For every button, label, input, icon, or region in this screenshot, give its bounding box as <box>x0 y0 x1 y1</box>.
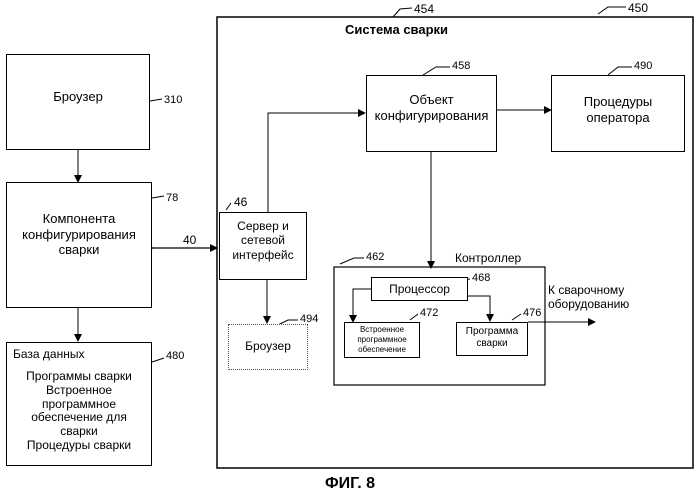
ref-468: 468 <box>472 272 490 284</box>
figure-caption: ФИГ. 8 <box>0 475 700 493</box>
ref-454: 454 <box>414 2 434 16</box>
database-title: База данных <box>13 347 84 361</box>
weld-program-box: Программа сварки <box>456 322 528 356</box>
ref-472: 472 <box>420 307 438 319</box>
controller-label: Контроллер <box>455 251 521 265</box>
config-component-box: Компонента конфигурирования сварки <box>6 182 152 308</box>
browser-box: Броузер <box>6 54 150 150</box>
leader-78 <box>152 196 164 198</box>
ref-78: 78 <box>166 192 178 204</box>
remote-browser-label: Броузер <box>229 339 307 353</box>
ref-480: 480 <box>166 350 184 362</box>
server-box: Сервер и сетевой интерфейс <box>219 212 307 280</box>
ref-462: 462 <box>366 251 384 263</box>
processor-box: Процессор <box>371 277 468 301</box>
leader-458 <box>423 67 450 75</box>
config-object-box: Объект конфигурирования <box>366 75 497 152</box>
leader-310 <box>150 99 162 101</box>
config-object-label: Объект конфигурирования <box>367 92 496 123</box>
operator-procedures-box: Процедуры оператора <box>551 75 685 152</box>
ref-494: 494 <box>300 313 318 325</box>
browser-label: Броузер <box>7 89 149 105</box>
leader-472 <box>410 314 418 320</box>
operator-procedures-label: Процедуры оператора <box>552 94 684 125</box>
processor-label: Процессор <box>372 282 467 296</box>
ref-458: 458 <box>452 60 470 72</box>
leader-450 <box>598 7 626 14</box>
leader-454 <box>393 8 412 17</box>
system-title: Система сварки <box>345 22 448 37</box>
database-box: База данных Программы сварки Встроенное … <box>6 342 152 466</box>
server-label: Сервер и сетевой интерфейс <box>220 219 306 262</box>
embedded-sw-label: Встроенное программное обеспечение <box>345 325 419 355</box>
ref-450: 450 <box>628 1 648 15</box>
ref-476: 476 <box>523 307 541 319</box>
config-component-label: Компонента конфигурирования сварки <box>7 211 151 258</box>
ref-40: 40 <box>183 233 196 247</box>
arrow-processor-embedded <box>353 289 371 322</box>
leader-462 <box>340 258 364 264</box>
ref-310: 310 <box>164 94 182 106</box>
output-label: К сварочному оборудованию <box>548 283 629 312</box>
leader-476 <box>512 314 521 320</box>
arrow-server-config-object <box>268 113 365 212</box>
embedded-sw-box: Встроенное программное обеспечение <box>344 322 420 358</box>
ref-46: 46 <box>234 195 247 209</box>
leader-46 <box>226 203 231 210</box>
remote-browser-box: Броузер <box>228 324 308 370</box>
weld-program-label: Программа сварки <box>457 326 527 350</box>
database-contents: Программы сварки Встроенное программное … <box>7 370 151 453</box>
arrow-processor-program <box>468 296 490 321</box>
leader-490 <box>608 67 632 75</box>
leader-480 <box>152 358 164 362</box>
ref-490: 490 <box>634 60 652 72</box>
